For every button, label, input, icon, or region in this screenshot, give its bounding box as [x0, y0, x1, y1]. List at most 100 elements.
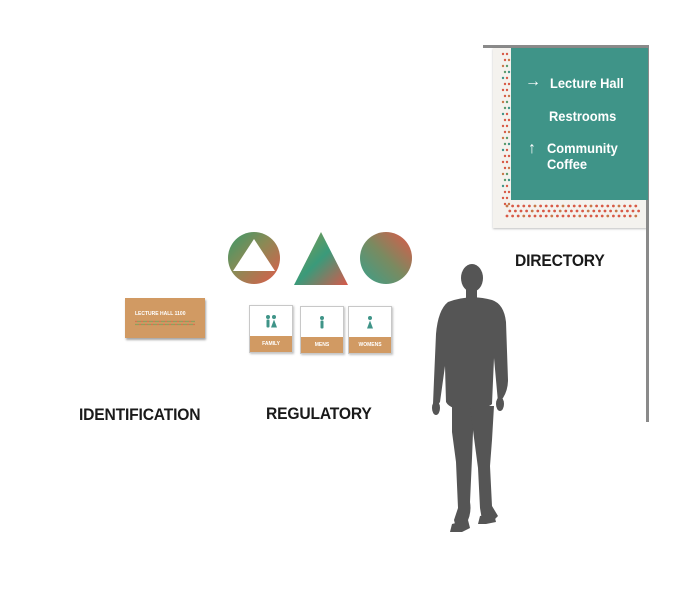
- dot: [507, 118, 511, 122]
- dot: [542, 209, 545, 213]
- braille-dot: [151, 320, 153, 323]
- dot: [634, 214, 638, 218]
- braille-dot: [141, 323, 143, 326]
- directory-line-coffee: Coffee: [547, 156, 588, 172]
- dot: [556, 214, 559, 218]
- dot: [530, 209, 534, 213]
- braille-dot: [157, 323, 159, 326]
- braille-dot: [183, 323, 185, 326]
- dot: [505, 148, 509, 152]
- braille-dot: [191, 323, 193, 326]
- dot: [501, 160, 505, 164]
- braille-dot: [191, 320, 193, 323]
- dot: [595, 204, 598, 208]
- braille-dot: [171, 320, 173, 323]
- dot: [575, 209, 579, 213]
- mens-label: MENS: [314, 342, 330, 348]
- man-icon: [320, 316, 324, 329]
- dot: [511, 214, 514, 218]
- dot: [620, 209, 624, 213]
- dot: [609, 209, 612, 213]
- dot: [533, 204, 537, 208]
- dot: [505, 112, 509, 116]
- braille-dot: [181, 320, 183, 323]
- dot: [634, 204, 638, 208]
- directory-top-bar: [483, 45, 649, 48]
- dot: [598, 209, 601, 213]
- braille-dot: [167, 320, 169, 323]
- dot: [501, 100, 505, 104]
- braille-dot: [185, 323, 187, 326]
- dot: [606, 204, 610, 208]
- dot: [550, 214, 554, 218]
- dot: [503, 70, 507, 74]
- family-label: FAMILY: [262, 341, 280, 347]
- braille-dot: [135, 323, 137, 326]
- dot: [505, 214, 509, 218]
- dot: [505, 76, 509, 80]
- dot: [612, 204, 615, 208]
- braille-dot: [177, 320, 179, 323]
- dot: [539, 204, 542, 208]
- braille-dot: [181, 323, 183, 326]
- dot: [505, 52, 509, 56]
- braille-dot: [161, 320, 163, 323]
- braille-dot: [159, 323, 161, 326]
- dot: [584, 204, 587, 208]
- dot: [522, 204, 526, 208]
- family-restroom-icon: [266, 315, 277, 328]
- dot: [503, 130, 507, 134]
- braille-dot: [187, 323, 189, 326]
- dot: [503, 142, 507, 146]
- dot: [514, 209, 517, 213]
- dot: [503, 166, 507, 170]
- right-arrow-icon: →: [525, 73, 541, 90]
- dot: [507, 190, 511, 194]
- dot: [612, 214, 615, 218]
- woman-icon: [367, 316, 373, 329]
- dot: [501, 64, 505, 68]
- braille-dot: [169, 323, 171, 326]
- regulatory-shapes: [228, 232, 412, 285]
- braille-dots-icon: [135, 320, 195, 326]
- circle-icon: [360, 232, 412, 284]
- braille-dot: [135, 320, 137, 323]
- braille-dot: [141, 320, 143, 323]
- braille-dot: [149, 323, 151, 326]
- braille-dot: [151, 323, 153, 326]
- braille-dot: [179, 323, 181, 326]
- dot: [547, 209, 551, 213]
- identification-sign: LECTURE HALL 1100: [125, 298, 205, 338]
- braille-dot: [149, 320, 151, 323]
- dot: [567, 214, 570, 218]
- dot: [623, 204, 626, 208]
- dot: [508, 209, 512, 213]
- dot: [617, 214, 621, 218]
- person-silhouette-icon: [432, 264, 508, 532]
- braille-dot: [179, 320, 181, 323]
- dot: [572, 204, 576, 208]
- triangle-icon: [294, 232, 348, 285]
- dot: [507, 70, 511, 74]
- dot: [628, 214, 632, 218]
- braille-dot: [137, 323, 139, 326]
- dot: [595, 214, 598, 218]
- braille-dot: [139, 323, 141, 326]
- dot: [544, 204, 548, 208]
- dot: [556, 204, 559, 208]
- braille-dot: [173, 323, 175, 326]
- braille-dot: [153, 320, 155, 323]
- dot: [501, 196, 505, 200]
- braille-dot: [159, 320, 161, 323]
- directory-pole: [646, 46, 649, 422]
- dot: [536, 209, 540, 213]
- braille-dot: [139, 320, 141, 323]
- dot: [586, 209, 590, 213]
- dot: [606, 214, 610, 218]
- identification-sign-text: LECTURE HALL 1100: [135, 311, 186, 317]
- dot: [561, 204, 565, 208]
- dot: [505, 172, 509, 176]
- dot: [501, 136, 505, 140]
- dot: [550, 204, 554, 208]
- dot: [501, 148, 505, 152]
